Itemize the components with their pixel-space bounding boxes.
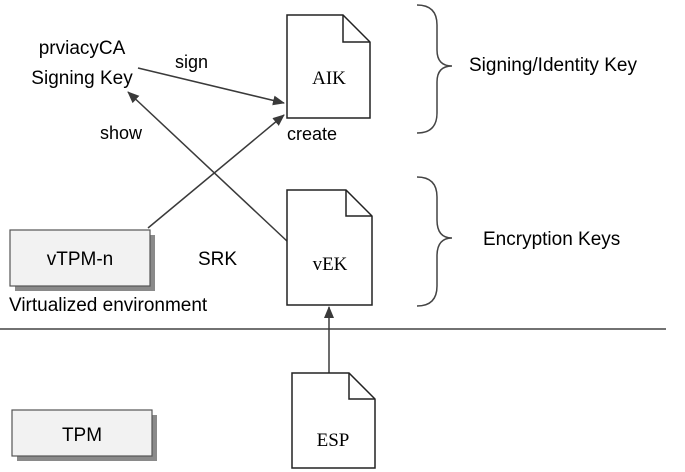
srk-label: SRK	[198, 249, 237, 270]
show-label: show	[100, 123, 143, 143]
virtualized-environment-label: Virtualized environment	[9, 295, 208, 316]
privacy-ca-label-line2: Signing Key	[31, 68, 133, 89]
sign-label: sign	[175, 52, 208, 72]
signing-key-brace	[416, 4, 453, 134]
sign-arrow	[137, 67, 285, 106]
privacy-ca-label-line1: prviacyCA	[39, 38, 126, 59]
encryption-keys-label: Encryption Keys	[483, 229, 620, 250]
vek-document: vEK	[286, 189, 373, 306]
vek-label: vEK	[313, 254, 348, 275]
signing-identity-key-label: Signing/Identity Key	[469, 55, 637, 76]
aik-document: AIK	[286, 14, 371, 119]
encryption-keys-brace	[416, 176, 453, 307]
tpm-label: TPM	[62, 425, 102, 446]
vtpm-box: vTPM-n	[9, 229, 155, 291]
create-label: create	[287, 124, 337, 144]
esp-label: ESP	[317, 430, 350, 451]
show-arrow	[127, 91, 289, 243]
vtpm-label: vTPM-n	[47, 249, 114, 270]
tpm-box: TPM	[11, 409, 157, 461]
create-arrow	[147, 114, 285, 229]
aik-label: AIK	[312, 68, 346, 89]
esp-document: ESP	[291, 372, 376, 469]
